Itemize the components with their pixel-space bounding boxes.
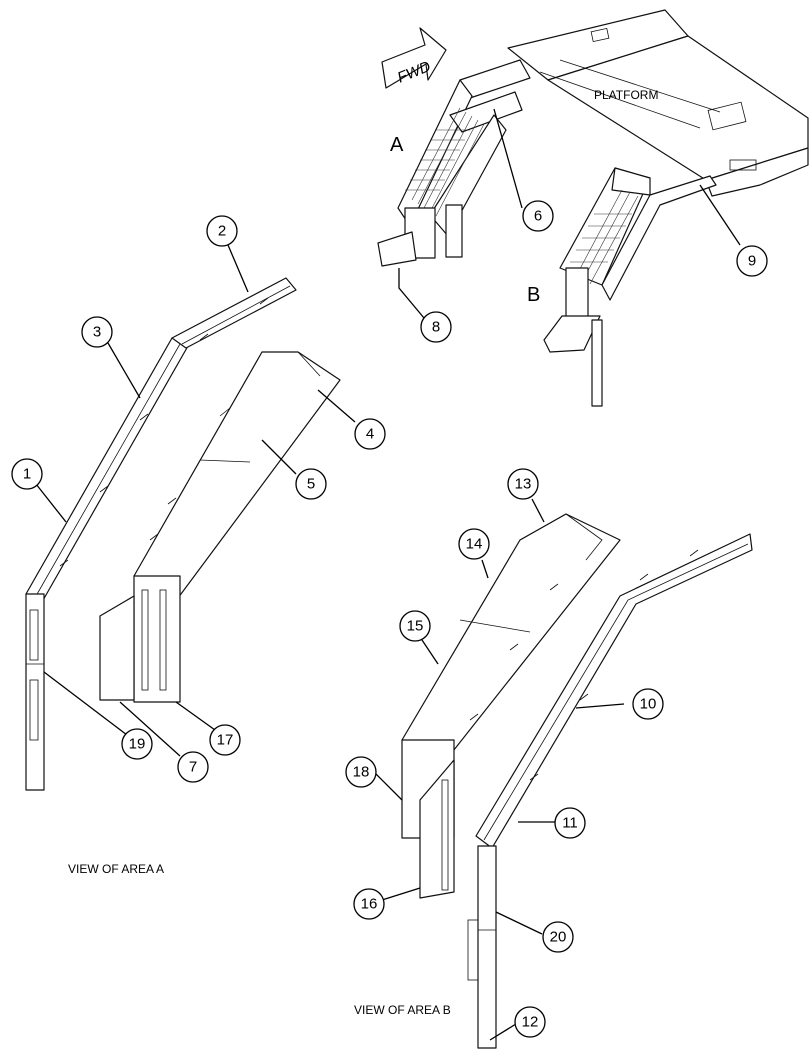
view-area-a: VIEW OF AREA A bbox=[25, 277, 341, 876]
svg-text:14: 14 bbox=[466, 536, 483, 553]
callout-8: 8 bbox=[420, 311, 452, 343]
callout-3: 3 bbox=[81, 316, 113, 348]
callout-2: 2 bbox=[206, 215, 238, 247]
callout-17: 17 bbox=[209, 724, 241, 756]
area-a-label: A bbox=[390, 134, 404, 156]
svg-text:8: 8 bbox=[432, 319, 440, 336]
svg-text:12: 12 bbox=[522, 1014, 539, 1031]
svg-text:4: 4 bbox=[366, 426, 374, 443]
callout-15: 15 bbox=[399, 610, 431, 642]
svg-text:9: 9 bbox=[748, 253, 756, 270]
rail-12-20-post bbox=[477, 845, 497, 1049]
svg-text:7: 7 bbox=[189, 759, 197, 776]
cover-13-14-15 bbox=[401, 513, 621, 761]
stair-a bbox=[377, 59, 531, 267]
platform-deck: PLATFORM bbox=[507, 9, 809, 197]
callout-19: 19 bbox=[121, 728, 153, 760]
fwd-arrow: FWD bbox=[381, 27, 447, 89]
callout-18: 18 bbox=[345, 756, 377, 788]
rail-19-post bbox=[25, 593, 45, 791]
callout-5: 5 bbox=[295, 468, 327, 500]
svg-text:20: 20 bbox=[550, 929, 567, 946]
svg-text:1: 1 bbox=[23, 466, 31, 483]
callout-6: 6 bbox=[522, 200, 554, 232]
callout-16: 16 bbox=[353, 888, 385, 920]
callout-13: 13 bbox=[507, 468, 539, 500]
svg-text:16: 16 bbox=[361, 896, 378, 913]
callout-4: 4 bbox=[354, 418, 386, 450]
view-b-caption: VIEW OF AREA B bbox=[354, 1003, 451, 1017]
callout-1: 1 bbox=[11, 458, 43, 490]
svg-text:18: 18 bbox=[353, 764, 370, 781]
svg-text:10: 10 bbox=[640, 696, 657, 713]
callout-10: 10 bbox=[632, 688, 664, 720]
svg-text:2: 2 bbox=[218, 223, 226, 240]
callout-20: 20 bbox=[542, 921, 574, 953]
area-b-label: B bbox=[527, 284, 540, 306]
svg-text:3: 3 bbox=[93, 324, 101, 341]
svg-text:17: 17 bbox=[217, 732, 234, 749]
svg-text:5: 5 bbox=[307, 476, 315, 493]
callout-9: 9 bbox=[736, 245, 768, 277]
svg-text:13: 13 bbox=[515, 476, 532, 493]
callout-7: 7 bbox=[177, 751, 209, 783]
rail-2 bbox=[171, 277, 297, 349]
svg-text:11: 11 bbox=[562, 815, 578, 832]
panel-16 bbox=[419, 759, 455, 899]
svg-text:19: 19 bbox=[129, 736, 146, 753]
stair-b bbox=[543, 167, 717, 407]
platform-label: PLATFORM bbox=[594, 88, 658, 102]
panel-17 bbox=[133, 575, 181, 703]
panel-7 bbox=[99, 595, 135, 701]
leader-lines bbox=[35, 108, 741, 1041]
callout-11: 11 bbox=[554, 807, 586, 839]
view-a-caption: VIEW OF AREA A bbox=[68, 862, 164, 876]
view-area-b: VIEW OF AREA B bbox=[354, 513, 753, 1049]
svg-text:6: 6 bbox=[534, 208, 542, 225]
callout-12: 12 bbox=[514, 1006, 546, 1038]
callout-14: 14 bbox=[458, 528, 490, 560]
svg-text:15: 15 bbox=[407, 618, 424, 635]
overview-assembly: FWD PLATFORM bbox=[377, 9, 809, 407]
